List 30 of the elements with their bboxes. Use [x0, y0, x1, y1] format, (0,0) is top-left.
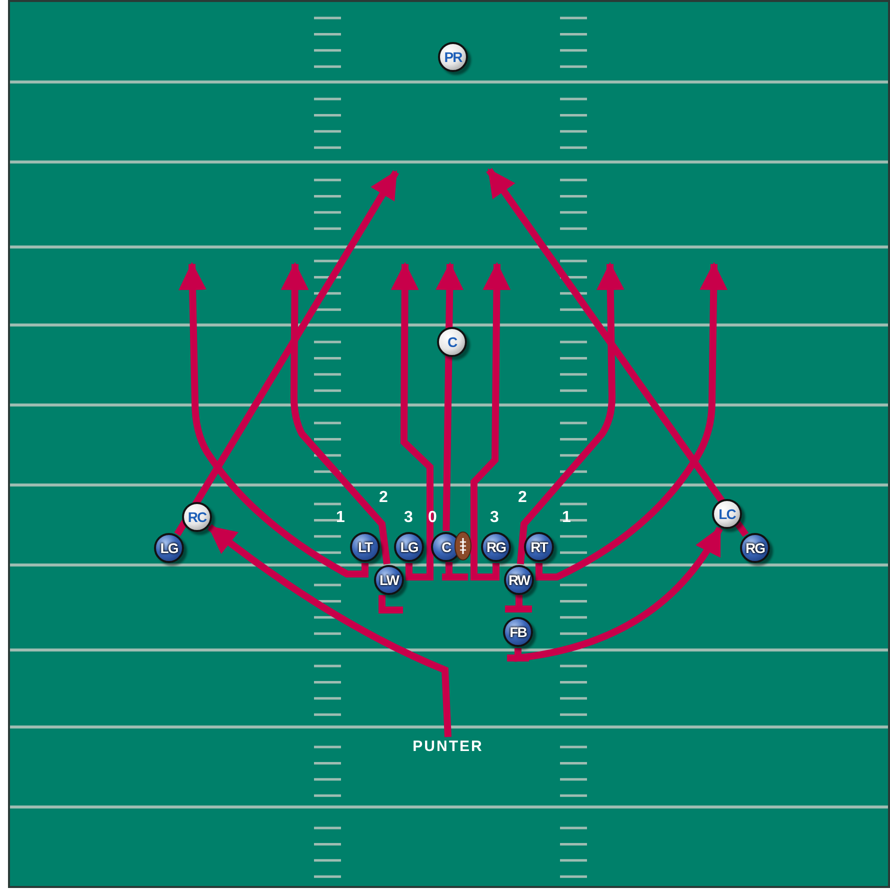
route-arrow	[516, 262, 624, 564]
route-arrow	[390, 262, 434, 580]
player-marker: RT	[524, 532, 554, 562]
route-arrow	[536, 262, 728, 580]
route-arrow	[178, 262, 368, 578]
player-marker: C	[437, 327, 467, 357]
player-marker: LT	[350, 532, 380, 562]
gap-number: 1	[336, 509, 345, 527]
player-marker: LC	[712, 499, 742, 529]
player-marker: RG	[481, 532, 511, 562]
player-marker: LW	[374, 565, 404, 595]
gap-number: 3	[490, 509, 499, 527]
player-marker: LG	[154, 533, 184, 563]
player-marker: FB	[503, 617, 533, 647]
player-marker: RG	[740, 533, 770, 563]
route-arrow	[280, 262, 390, 565]
gap-number: 2	[518, 489, 527, 507]
gap-number: 3	[404, 509, 413, 527]
route-arrow	[514, 526, 723, 662]
player-marker: LG	[394, 532, 424, 562]
route-arrow	[436, 262, 464, 532]
position-label: PUNTER	[408, 738, 488, 755]
player-marker: PR	[438, 42, 468, 72]
route-arrow	[174, 170, 399, 536]
player-marker: RW	[504, 565, 534, 595]
route-arrow	[207, 524, 452, 738]
gap-number: 2	[379, 489, 388, 507]
player-marker: RC	[182, 502, 212, 532]
route-arrow	[470, 262, 511, 580]
route-arrow	[486, 168, 749, 537]
